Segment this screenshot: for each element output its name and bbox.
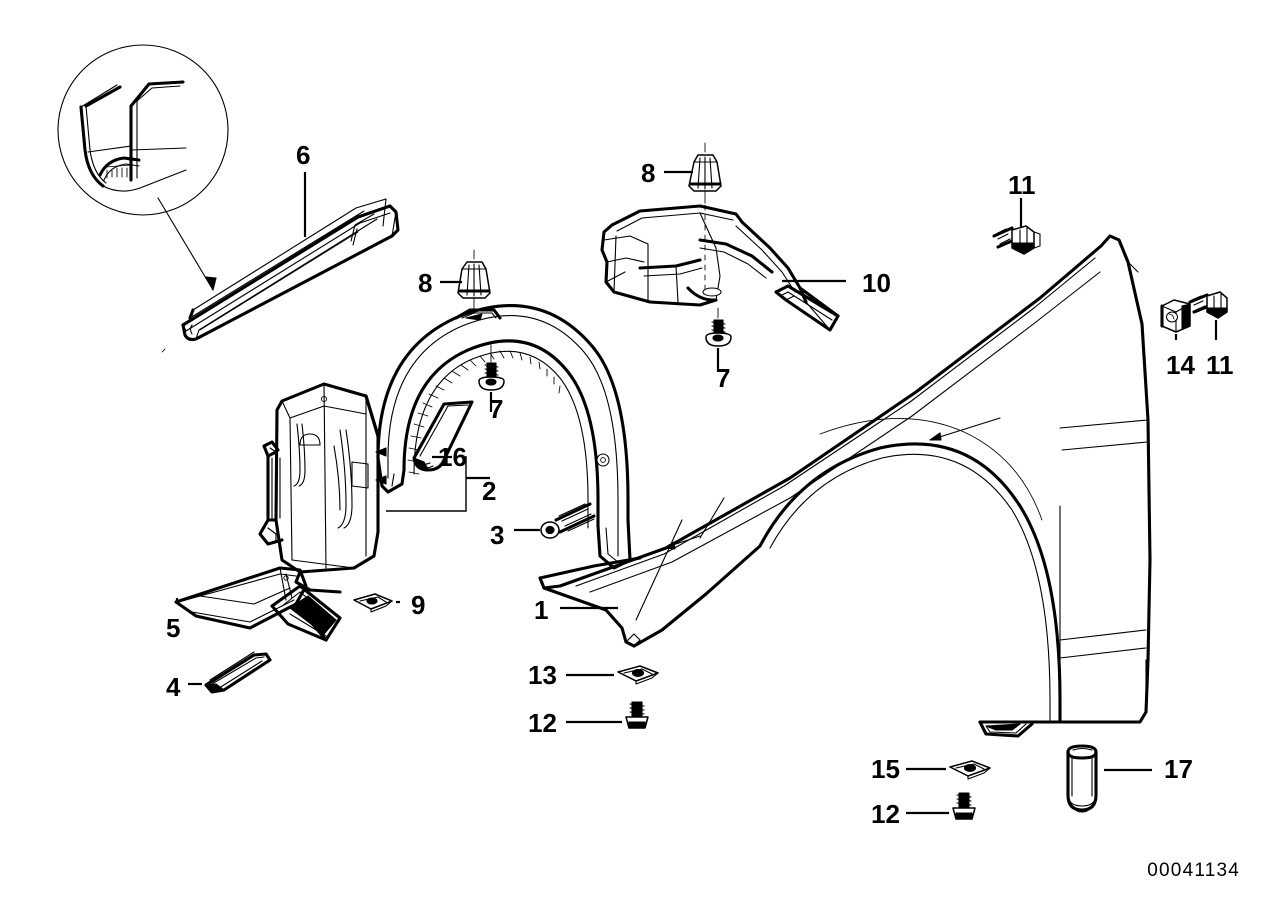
part-7-screw-left	[478, 344, 505, 391]
callout-16[interactable]: 16	[438, 442, 467, 472]
part-12-flange-head-screw-lower	[952, 792, 976, 820]
part-2-inner-wheel-housing	[258, 382, 387, 594]
callout-8-upper[interactable]: 8	[641, 158, 656, 188]
part-17-rubber-buffer-stop	[1066, 744, 1098, 813]
callout-12-upper[interactable]: 12	[528, 708, 557, 738]
part-8-expanding-rivet-lower	[457, 249, 491, 313]
callout-7-right[interactable]: 7	[716, 363, 731, 393]
part-1-front-fender-panel	[538, 234, 1152, 738]
callout-6[interactable]: 6	[296, 140, 311, 170]
callout-3[interactable]: 3	[490, 520, 505, 550]
part-8-expanding-rivet-upper	[688, 142, 722, 204]
leader-bracket-2	[386, 456, 490, 512]
part-11-hex-flange-bolt-upper	[992, 225, 1041, 255]
callout-17[interactable]: 17	[1164, 754, 1193, 784]
callout-12-lower[interactable]: 12	[871, 799, 900, 829]
part-16-edge-protector-strip	[412, 400, 474, 472]
callout-2[interactable]: 2	[482, 476, 497, 506]
part-9-square-nut-clip	[353, 593, 393, 613]
callout-8-lower[interactable]: 8	[418, 268, 433, 298]
part-12-flange-head-screw-upper	[625, 701, 649, 729]
part-14-speed-nut-clip	[1160, 299, 1191, 333]
callout-15[interactable]: 15	[871, 754, 900, 784]
callout-14[interactable]: 14	[1166, 350, 1195, 380]
callout-9[interactable]: 9	[411, 590, 426, 620]
callout-13[interactable]: 13	[528, 660, 557, 690]
part-11-hex-flange-bolt-lower	[1188, 291, 1228, 319]
part-4-sealing-strip	[204, 651, 272, 694]
part-10-air-duct-deflector	[600, 204, 840, 332]
part-5-lower-closing-panel	[174, 566, 342, 642]
callout-4[interactable]: 4	[166, 672, 181, 702]
callout-10[interactable]: 10	[862, 268, 891, 298]
callout-11-upper[interactable]: 11	[1008, 170, 1036, 200]
callout-7-left[interactable]: 7	[489, 394, 504, 424]
part-6-rocker-panel-cover-trim	[161, 198, 400, 353]
part-3-oval-head-screw	[540, 502, 596, 539]
diagram-id-number: 00041134	[1147, 860, 1240, 881]
section-detail-circle	[57, 44, 229, 291]
part-13-square-nut-clip	[617, 665, 659, 685]
part-7-screw-right	[705, 307, 732, 347]
callout-5[interactable]: 5	[166, 613, 181, 643]
part-15-square-nut-clip	[949, 760, 991, 780]
callout-11-lower[interactable]: 11	[1206, 350, 1234, 380]
callout-1[interactable]: 1	[534, 595, 549, 625]
